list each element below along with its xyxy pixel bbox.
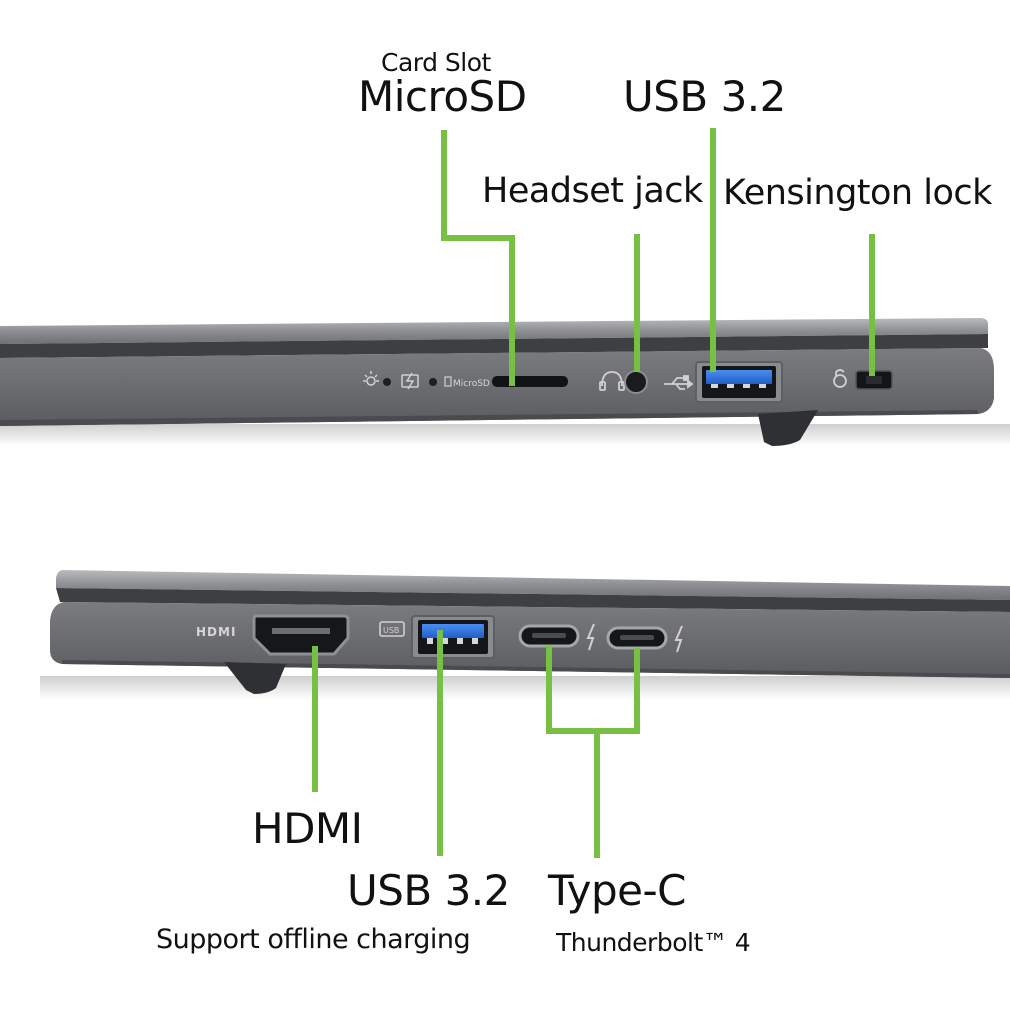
callout-lines (312, 128, 875, 858)
top-shadow (0, 424, 1010, 446)
top-rubber-foot (758, 410, 818, 446)
power-led (383, 378, 391, 386)
top-hinge-gap (0, 334, 988, 358)
usb-a-pins-bottom (427, 638, 478, 644)
bottom-laptop: HDMI USB (40, 570, 1010, 700)
top-laptop: MicroSD (0, 318, 1010, 446)
top-lid (0, 318, 988, 344)
headset-jack-label: Headset jack (482, 171, 703, 211)
thunderbolt-icon-1 (586, 623, 595, 651)
usb-a-insert-top (706, 370, 772, 384)
hdmi-pins (272, 628, 330, 634)
hdmi-logo-marking: HDMI (196, 625, 236, 639)
usb-charging-icon: USB (379, 621, 405, 637)
headset-icon (599, 371, 625, 391)
thunderbolt-icon-2 (674, 625, 683, 653)
usb-a-pins-top (711, 384, 766, 388)
battery-charge-icon (401, 372, 419, 390)
card-slot-label: Card Slot (381, 48, 491, 77)
hdmi-label: HDMI (252, 804, 363, 853)
bottom-shadow (40, 676, 1010, 700)
bottom-lid (56, 570, 1010, 600)
usb-top-label: USB 3.2 (623, 72, 786, 121)
microsd-slot (492, 376, 568, 387)
callout-typec-bracket (546, 646, 640, 734)
lock-icon (833, 369, 847, 388)
bottom-hinge-gap (56, 588, 1010, 612)
top-base-edge (0, 410, 978, 426)
typec-tongue-1 (532, 633, 566, 638)
microsd-marking: MicroSD (453, 379, 490, 389)
power-led-icon (363, 371, 379, 386)
hdmi-port (252, 614, 350, 656)
thunderbolt-label: Thunderbolt™ 4 (556, 928, 751, 957)
bottom-base-edge (62, 660, 1010, 678)
usb-a-insert-bottom (422, 624, 484, 638)
typec-tongue-2 (620, 635, 654, 640)
headset-jack-port (624, 370, 648, 394)
callout-microsd (441, 130, 515, 386)
kensington-inner (866, 376, 882, 384)
bottom-rubber-foot (224, 662, 286, 694)
typec-label: Type-C (548, 866, 686, 915)
usb-offline-charging-label: Support offline charging (156, 924, 471, 955)
microsd-label: MicroSD (358, 72, 527, 121)
usb-icon-top (664, 375, 694, 390)
svg-text:USB: USB (383, 626, 399, 635)
kensington-lock-label: Kensington lock (723, 173, 992, 213)
usb-bottom-label: USB 3.2 (347, 866, 510, 915)
battery-led (429, 378, 437, 386)
microsd-icon (444, 376, 452, 387)
